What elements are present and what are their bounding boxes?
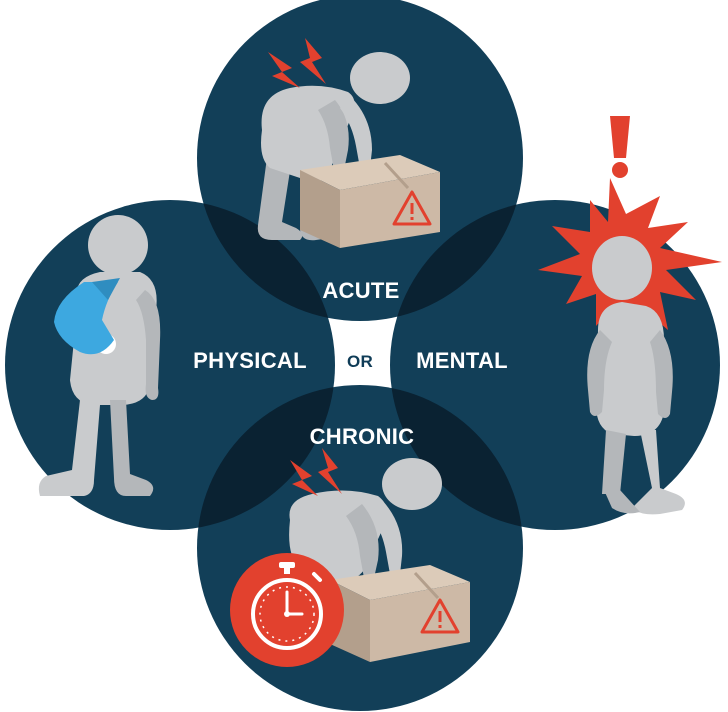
stopwatch-icon xyxy=(230,553,344,667)
label-or: OR xyxy=(347,352,373,371)
box-bottom xyxy=(330,565,470,662)
warning-triangle-icon xyxy=(392,190,432,226)
center-square xyxy=(335,336,385,384)
label-physical: PHYSICAL xyxy=(193,348,307,373)
overlap-bottom-left xyxy=(197,385,335,530)
warning-triangle-icon xyxy=(420,598,460,634)
figure-lifting-chronic xyxy=(289,458,442,582)
lightning-bolt-icon xyxy=(290,448,342,496)
overlap-bottom-right xyxy=(390,385,523,530)
arm-sling-icon xyxy=(54,278,120,355)
label-acute: ACUTE xyxy=(322,278,399,303)
figure-mental xyxy=(587,236,685,515)
label-mental: MENTAL xyxy=(416,348,508,373)
label-chronic: CHRONIC xyxy=(310,424,415,449)
lightning-bolt-icon xyxy=(268,38,326,88)
exclamation-icon xyxy=(610,116,630,178)
box-top xyxy=(300,155,440,248)
